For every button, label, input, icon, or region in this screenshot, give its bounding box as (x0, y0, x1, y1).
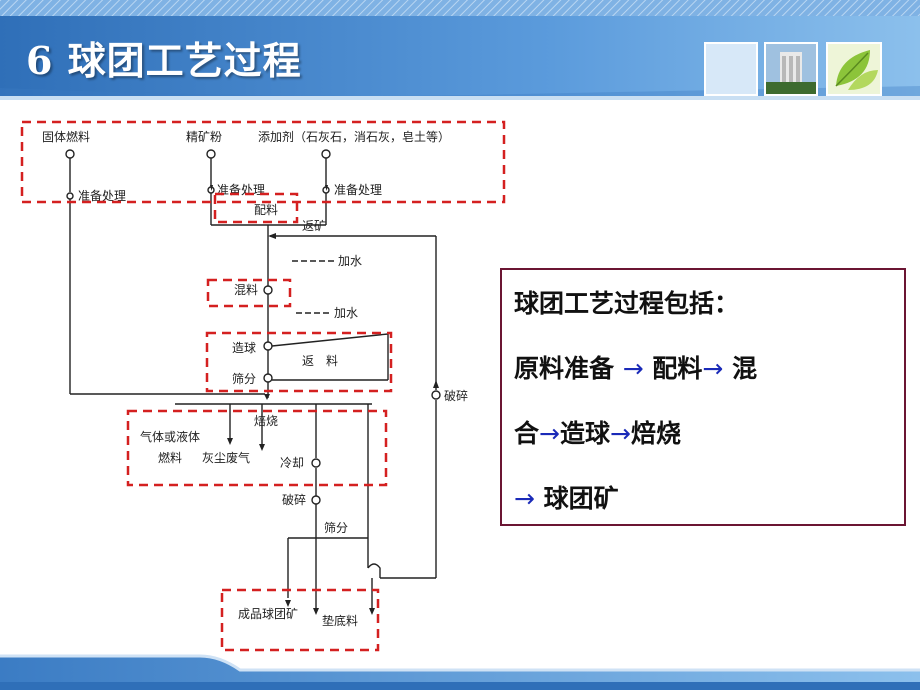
callout-line-4: → 球团矿 (514, 475, 896, 540)
add-water-label-1: 加水 (338, 254, 362, 268)
flow-diagram-canvas: 固体燃料 精矿粉 添加剂（石灰石，消石灰，皂土等） 准备处理 准备处理 准备处理… (20, 120, 506, 652)
highlight-roasting (126, 409, 388, 487)
highlight-batching (213, 192, 299, 224)
callout-box: 球团工艺过程包括： 原料准备 → 配料→ 混 合→造球→焙烧 → 球团矿 (500, 268, 906, 526)
step-mixing-part1: 混 (732, 354, 758, 383)
prep-additive-label: 准备处理 (334, 183, 382, 197)
input-additive: 添加剂（石灰石，消石灰，皂土等） (258, 129, 450, 144)
leaf-thumbnail (826, 42, 882, 96)
screening-label-1: 筛分 (232, 371, 256, 386)
crushing-right-label: 破碎 (444, 388, 468, 403)
screening-label-2: 筛分 (324, 520, 348, 535)
step-pellets: 球团矿 (543, 484, 619, 513)
header-thumbnails (704, 42, 882, 96)
mixing-label: 混料 (234, 283, 258, 297)
add-water-label-2: 加水 (334, 306, 358, 320)
bedding-label: 垫底料 (322, 613, 358, 628)
step-balling: 造球 (559, 419, 610, 448)
footer-bar (0, 652, 920, 690)
roasting-label: 焙烧 (254, 413, 278, 428)
building-photo-thumbnail (764, 42, 818, 96)
arrow-icon: → (539, 419, 560, 448)
balling-label: 造球 (232, 341, 256, 355)
arrow-icon: → (702, 354, 724, 383)
process-flow-diagram: 固体燃料 精矿粉 添加剂（石灰石，消石灰，皂土等） 准备处理 准备处理 准备处理… (0, 108, 520, 660)
highlight-mixing (206, 278, 292, 308)
arrow-icon: → (514, 484, 535, 513)
batching-label: 配料 (254, 203, 278, 217)
gas-liquid-label: 气体或液体 (140, 429, 200, 444)
arrow-icon: → (609, 419, 631, 448)
prep-fuel-label: 准备处理 (78, 189, 126, 203)
highlight-raw-materials (20, 120, 506, 204)
step-roasting: 焙烧 (630, 419, 681, 448)
step-mixing-part2: 合 (514, 419, 540, 448)
step-batching: 配料 (652, 354, 703, 383)
product-label: 成品球团矿 (238, 607, 298, 621)
slide-title: 6 球团工艺过程 (26, 38, 302, 83)
arrow-icon: → (622, 354, 644, 383)
callout-line-3: 合→造球→焙烧 (514, 410, 896, 475)
title-bar: 6 球团工艺过程 (0, 0, 920, 100)
fuel-output-label: 燃料 (158, 450, 182, 465)
input-concentrate: 精矿粉 (186, 130, 222, 144)
callout-line-2: 原料准备 → 配料→ 混 (514, 345, 896, 410)
highlight-balling (205, 331, 393, 393)
step-raw-prep: 原料准备 (514, 354, 615, 383)
cooling-label: 冷却 (280, 456, 304, 470)
input-solid-fuel: 固体燃料 (42, 129, 90, 144)
return-ore-label: 返矿 (302, 219, 326, 233)
callout-heading: 球团工艺过程包括： (514, 289, 740, 318)
highlight-product (220, 588, 380, 652)
dust-waste-gas-label: 灰尘废气 (202, 450, 250, 465)
callout-line-1: 球团工艺过程包括： (514, 280, 896, 345)
returns-label: 返 料 (302, 354, 338, 368)
crushing-label: 破碎 (282, 492, 306, 507)
footer-decoration (0, 654, 920, 690)
prep-concentrate-label: 准备处理 (217, 183, 265, 197)
blank-thumbnail (704, 42, 758, 96)
